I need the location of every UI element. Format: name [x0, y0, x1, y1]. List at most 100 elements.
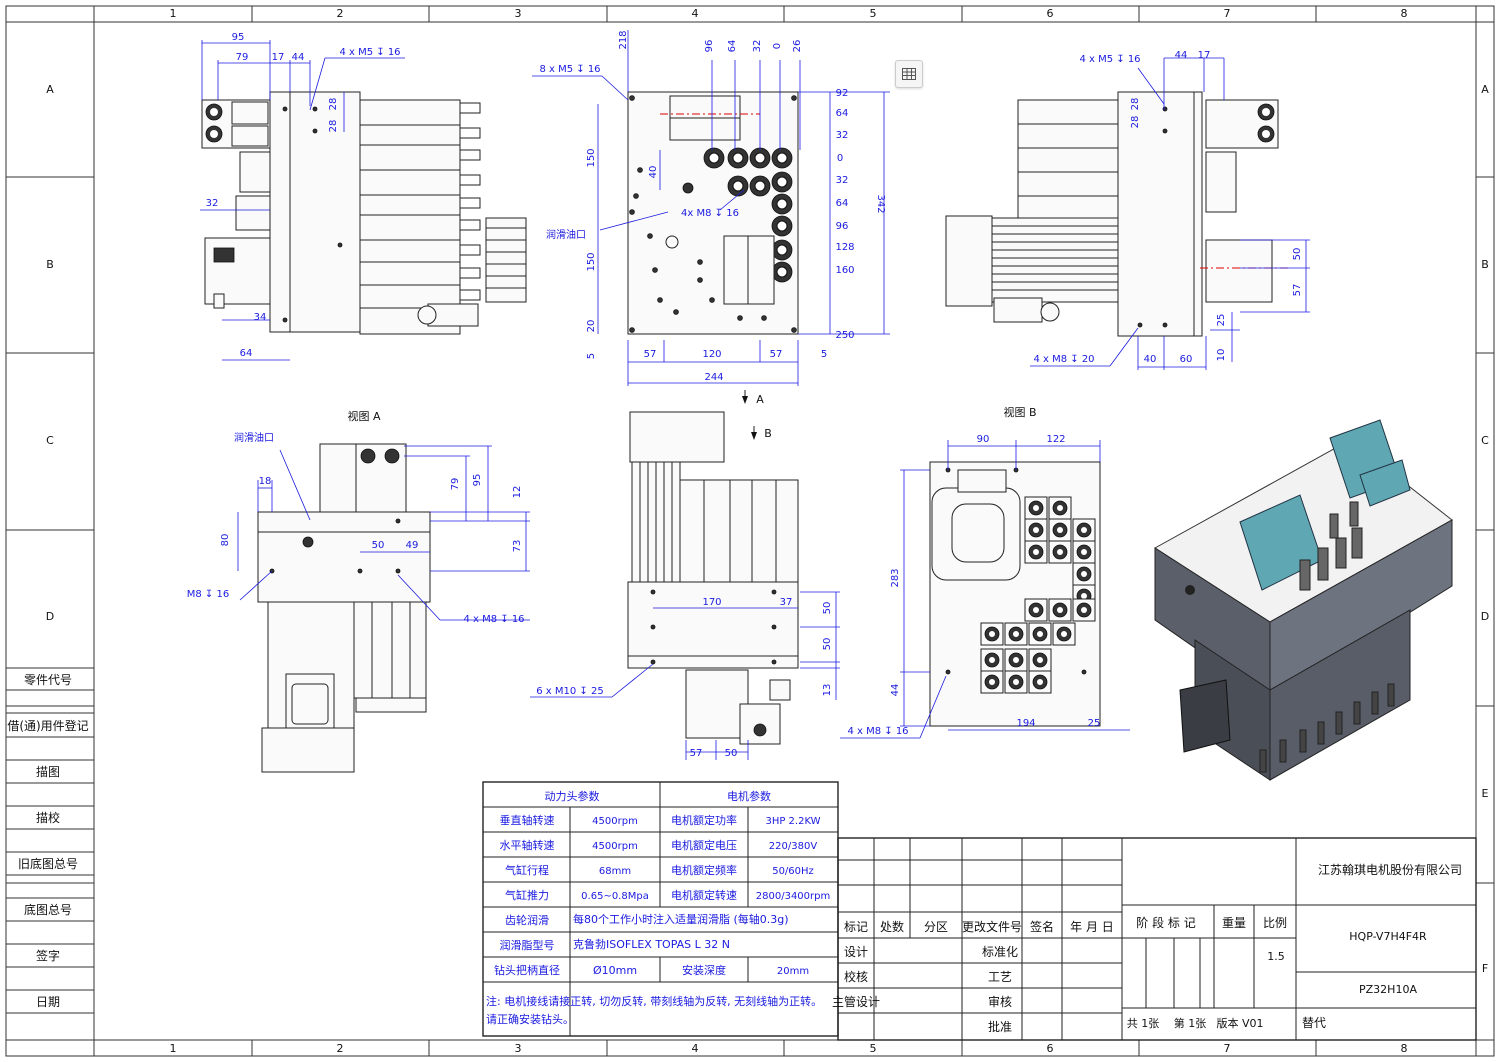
param-v1-2: 68mm — [599, 866, 631, 877]
tb-mark: 标记 — [844, 920, 868, 934]
hole-mark — [647, 233, 653, 239]
table-tool-button[interactable] — [895, 60, 923, 88]
dim-va-95: 95 — [472, 474, 483, 487]
spindle-block — [1004, 670, 1028, 694]
dim-rt-17: 17 — [1198, 50, 1211, 61]
spindle-block — [1072, 540, 1096, 564]
side-view-left — [201, 91, 527, 335]
dim-cl-37: 37 — [780, 597, 793, 608]
spindle-block — [1024, 518, 1048, 542]
tb-date: 年 月 日 — [1070, 920, 1114, 934]
front-view — [627, 411, 799, 745]
dim-va-79: 79 — [450, 478, 461, 491]
grid-col-label: 2 — [337, 7, 344, 20]
dim-rb-60: 60 — [1180, 354, 1193, 365]
grid-col-label: 8 — [1401, 7, 1408, 20]
param-v2-2: 50/60Hz — [772, 866, 814, 877]
stamp-part-code: 零件代号 — [24, 673, 72, 687]
view-b-drawing — [929, 461, 1101, 727]
dim-26: 26 — [792, 40, 803, 53]
stamp-signature: 签字 — [36, 948, 60, 963]
grid-col-label: 6 — [1047, 1042, 1054, 1055]
grid-col-label: 8 — [1401, 1042, 1408, 1055]
dim-vb-90: 90 — [977, 434, 990, 445]
dim-44: 44 — [292, 52, 305, 63]
spindle-mark — [771, 239, 793, 261]
title-block — [837, 837, 1477, 1041]
dim-342: 342 — [875, 194, 886, 213]
param-k2-0: 电机额定功率 — [671, 813, 737, 827]
tb-approve: 批准 — [988, 1019, 1012, 1034]
dim-va-12: 12 — [512, 486, 523, 499]
param-v1-1: 4500rpm — [592, 841, 638, 852]
arrow-b-icon — [751, 432, 757, 440]
param-k2-3: 电机额定转速 — [671, 888, 737, 902]
tb-version: 版本 V01 — [1216, 1016, 1263, 1030]
lube-port-label-top: 润滑油口 — [546, 228, 586, 241]
spindle-block — [1024, 496, 1048, 520]
spindle-block — [1024, 598, 1048, 622]
grid-row-label: D — [46, 610, 54, 623]
spindle-mark — [749, 147, 771, 169]
spindle-mark — [771, 171, 793, 193]
stamp-base-no: 底图总号 — [24, 902, 72, 917]
grid-col-label: 3 — [515, 7, 522, 20]
dim-r-92: 92 — [836, 88, 849, 99]
dim-l-150b: 150 — [586, 252, 597, 271]
grid-row-label: D — [1481, 610, 1489, 623]
param-head-left: 动力头参数 — [545, 789, 600, 803]
tb-sheet: 第 1张 — [1174, 1016, 1207, 1030]
spindle-block — [1048, 518, 1072, 542]
dim-28b: 28 — [328, 120, 339, 133]
grid-col-label: 5 — [870, 1042, 877, 1055]
spindle-block — [1072, 562, 1096, 586]
dim-b-5: 5 — [821, 349, 827, 360]
spindle-block — [980, 648, 1004, 672]
grid-col-label: 2 — [337, 1042, 344, 1055]
lube-port-label-viewa: 润滑油口 — [234, 431, 274, 444]
tb-stage: 阶 段 标 记 — [1136, 915, 1195, 930]
dim-r-64: 64 — [836, 108, 849, 119]
dim-rm-57: 57 — [1292, 284, 1303, 297]
param-shank-k: 钻头把柄直径 — [494, 963, 560, 977]
dim-l-20: 20 — [586, 320, 597, 333]
dim-l-40: 40 — [648, 166, 659, 179]
param-gear-v: 每80个工作小时注入适量润滑脂 (每轴0.3g) — [573, 912, 789, 926]
param-gear-k: 齿轮润滑 — [505, 913, 549, 927]
dim-64: 64 — [240, 348, 253, 359]
dim-rb-40: 40 — [1144, 354, 1157, 365]
hole-mark — [791, 95, 797, 101]
dim-0-top: 0 — [772, 43, 783, 49]
dim-79: 79 — [236, 52, 249, 63]
spindle-block — [1028, 622, 1052, 646]
dim-r-64b: 64 — [836, 198, 849, 209]
param-head-right: 电机参数 — [727, 789, 771, 803]
dim-l-150a: 150 — [586, 148, 597, 167]
dim-r-160: 160 — [835, 265, 854, 276]
grid-col-label: 6 — [1047, 7, 1054, 20]
note-6xm10: 6 x M10 ↧ 25 — [536, 686, 603, 697]
param-k2-2: 电机额定频率 — [671, 863, 737, 877]
tb-weight: 重量 — [1222, 916, 1246, 930]
dim-r-0: 0 — [837, 153, 843, 164]
spindle-block — [1048, 540, 1072, 564]
dim-va-80: 80 — [220, 534, 231, 547]
param-grease-k: 润滑脂型号 — [500, 938, 555, 952]
grid-col-label: 4 — [692, 1042, 699, 1055]
spindle-block — [1028, 648, 1052, 672]
tb-chief: 主管设计 — [832, 994, 880, 1009]
spindle-block — [1048, 598, 1072, 622]
note-m8-viewa: M8 ↧ 16 — [187, 589, 229, 600]
dim-b-57b: 57 — [770, 349, 783, 360]
hole-mark — [737, 315, 743, 321]
dim-64-top: 64 — [727, 40, 738, 53]
dim-cl-57: 57 — [690, 748, 703, 759]
dim-28a: 28 — [328, 98, 339, 111]
tb-std: 标准化 — [982, 945, 1018, 959]
spindle-mark — [727, 175, 749, 197]
spindle-mark — [771, 261, 793, 283]
stamp-borrow-register: 借(通)用件登记 — [7, 718, 88, 733]
note-4xm8-top: 4x M8 ↧ 16 — [681, 208, 739, 219]
dim-b-120: 120 — [702, 349, 721, 360]
